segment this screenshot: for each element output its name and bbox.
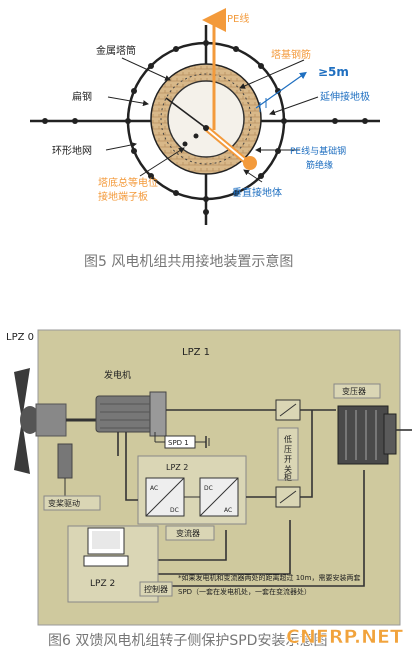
note-line-1: *如果发电机和变流器两处的距离超过 10m，需要安装两套 — [178, 573, 360, 582]
label-converter: 变流器 — [176, 528, 200, 538]
label-tower-rebar: 塔基钢筋 — [271, 48, 311, 61]
label-pitch-drive: 变桨驱动 — [48, 498, 80, 508]
distance-arrow — [255, 71, 307, 109]
label-dc-1: DC — [170, 507, 179, 514]
label-flat-steel: 扁钢 — [72, 90, 92, 103]
controller-label-box — [139, 581, 173, 597]
blade-lower — [14, 420, 30, 474]
metal-tower-cylinder — [167, 80, 245, 158]
figure5-diagram: PE线 金属塔筒 塔基钢筋 ≥5m 扁钢 延伸接地极 环形地网 PE线与基础钢 … — [30, 8, 380, 225]
label-ring-grid: 环形地网 — [52, 144, 92, 157]
label-pe-insulated-1: PE线与基础钢 — [290, 145, 346, 157]
lv-switchgear-box — [277, 427, 299, 481]
ring-nodes — [42, 40, 368, 215]
generator — [95, 395, 159, 433]
figure6-caption: 图6 双馈风电机组转子侧保护SPD安装示意图 — [48, 632, 327, 649]
label-equipotential-1: 塔底总等电位 — [98, 176, 158, 189]
label-pe-insulated-2: 筋绝缘 — [306, 159, 333, 171]
note-line-2: SPD（一套在发电机处，一套在变流器处） — [178, 587, 311, 596]
label-lv-switch: 低压开关柜 — [284, 434, 292, 482]
label-ac-2: AC — [224, 507, 232, 514]
tower-rebar-ring — [160, 73, 252, 165]
label-dc-2: DC — [204, 485, 213, 492]
blade-upper — [14, 368, 30, 420]
transformer-label-box — [333, 383, 381, 399]
label-equipotential-2: 接地端子板 — [98, 190, 148, 203]
converter-label-box — [165, 525, 215, 541]
label-lpz1: LPZ 1 — [182, 347, 210, 358]
label-ac-1: AC — [150, 485, 158, 492]
label-controller: 控制器 — [144, 584, 168, 594]
label-lpz0: LPZ 0 — [6, 332, 34, 343]
pitch-drive-unit — [57, 443, 73, 479]
label-transformer: 变压器 — [342, 386, 366, 396]
label-pe-line: PE线 — [227, 12, 249, 25]
label-spd: SPD 1 — [168, 439, 189, 447]
label-lpz2-a: LPZ 2 — [166, 463, 188, 472]
label-extended-electrode: 延伸接地极 — [320, 90, 370, 103]
label-vertical-electrode: 垂直接地体 — [232, 186, 282, 199]
rotor-hub — [20, 406, 40, 434]
label-lpz2-b: LPZ 2 — [90, 579, 115, 589]
vertical-electrode-head — [243, 156, 257, 170]
label-metal-tower: 金属塔筒 — [96, 44, 136, 57]
label-generator: 发电机 — [104, 369, 131, 381]
watermark: CNFRP.NET — [286, 626, 403, 648]
keyboard — [83, 555, 129, 567]
figure5-caption: 图5 风电机组共用接地装置示意图 — [84, 253, 293, 270]
nacelle-front — [35, 403, 67, 437]
figure6-diagram: LPZ 0 LPZ 1 发电机 SPD 1 变桨驱动 LPZ — [6, 329, 412, 626]
label-distance: ≥5m — [318, 65, 349, 79]
pitch-drive-box — [43, 495, 101, 511]
